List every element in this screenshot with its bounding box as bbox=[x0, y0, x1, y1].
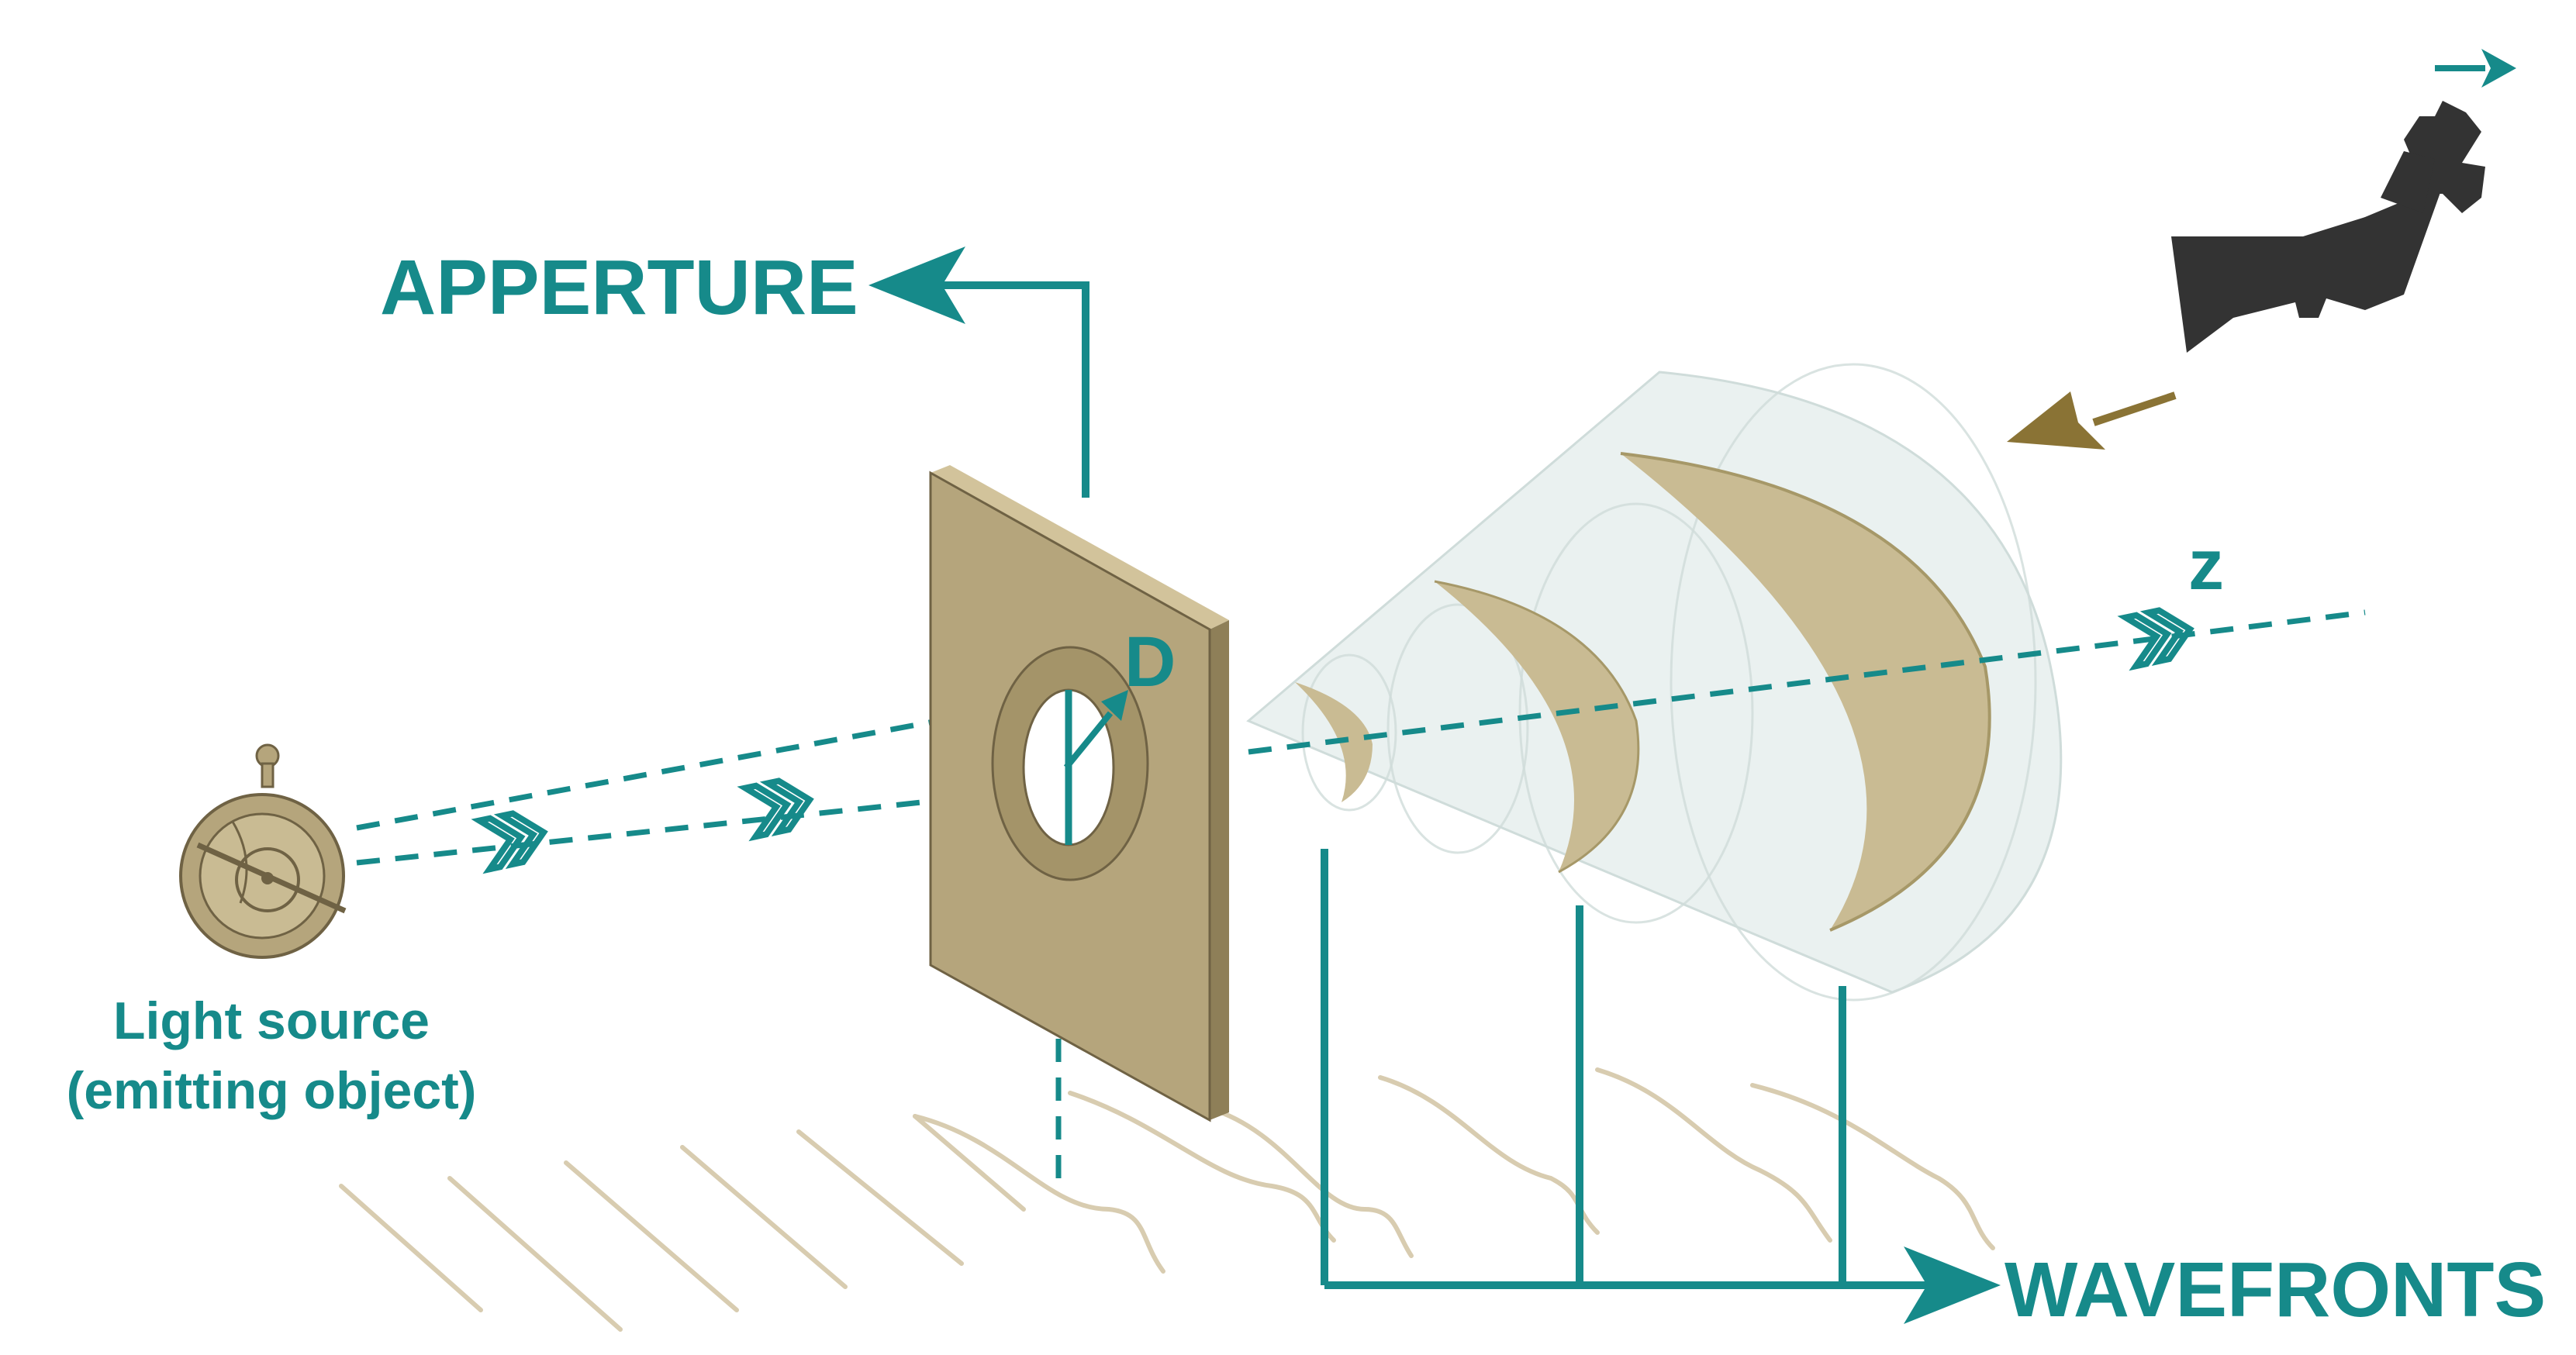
wavefront-3 bbox=[1621, 453, 1990, 930]
wavefronts-label: WAVEFRONTS bbox=[2005, 1246, 2546, 1333]
light-source-label-line2: (emitting object) bbox=[67, 1061, 477, 1120]
wavefronts-leader-arrowhead bbox=[1904, 1246, 2001, 1324]
diameter-arrow bbox=[1063, 690, 1128, 770]
aperture-leader-arrowhead bbox=[868, 247, 965, 324]
wavefronts-leader bbox=[1321, 849, 1931, 1289]
wavefront-crescents bbox=[1295, 452, 1991, 932]
eye-silhouette-icon bbox=[2171, 101, 2485, 353]
ground-hatching bbox=[339, 1114, 1026, 1332]
diameter-label: D bbox=[1124, 622, 1176, 702]
wavefront-1 bbox=[1295, 682, 1373, 802]
ground-wave-traces bbox=[913, 1067, 1995, 1274]
upper-ray bbox=[356, 691, 1086, 831]
astrolabe-icon bbox=[179, 743, 347, 959]
aperture-plate bbox=[929, 465, 1229, 1122]
wavefront-2 bbox=[1435, 581, 1638, 872]
aperture-label: APPERTURE bbox=[380, 244, 858, 331]
photon-marker-1 bbox=[471, 810, 548, 874]
photon-marker-2 bbox=[737, 777, 814, 842]
light-source-label-line1: Light source bbox=[113, 991, 430, 1050]
axis-label: z bbox=[2188, 526, 2224, 605]
photon-marker-3 bbox=[2117, 607, 2194, 671]
observer-direction-arrow bbox=[2435, 49, 2516, 88]
viewing-arrow bbox=[2007, 391, 2177, 450]
lower-ray bbox=[356, 789, 1017, 866]
aperture-leader bbox=[915, 281, 1089, 498]
